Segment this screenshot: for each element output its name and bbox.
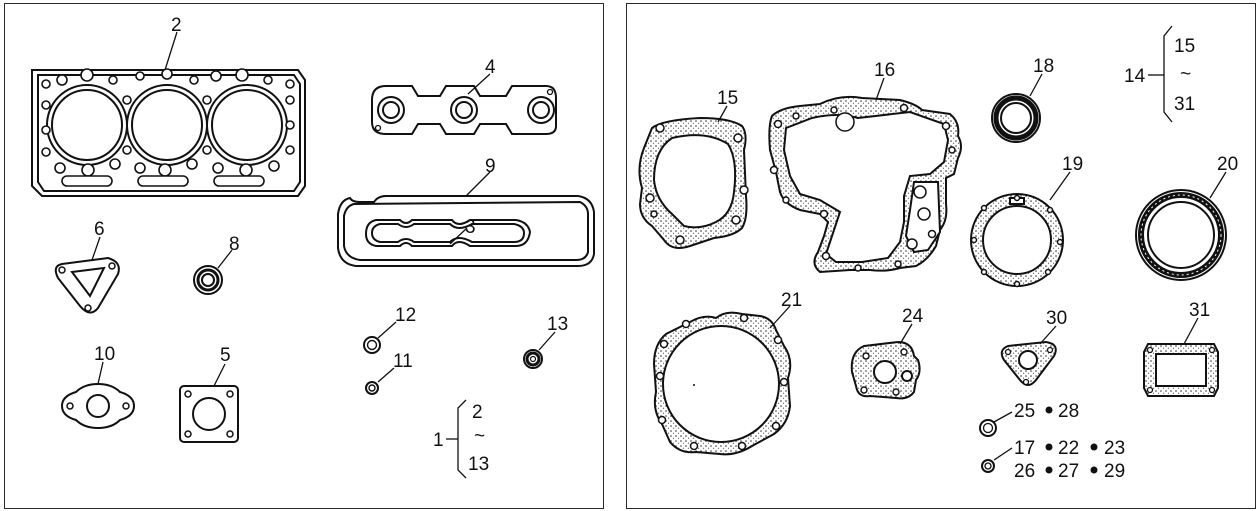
- part-22: 22: [1058, 438, 1079, 459]
- oil-seal-small[interactable]: [193, 265, 223, 295]
- rocker-cover-gasket[interactable]: [337, 195, 595, 267]
- round-flange-gasket-19[interactable]: [970, 193, 1064, 288]
- part-17: 17: [1014, 438, 1035, 459]
- flywheel-housing-gasket[interactable]: [652, 311, 792, 456]
- triangle-flange-gasket[interactable]: [54, 256, 120, 314]
- small-parts-row-1: 25 28: [1014, 401, 1079, 422]
- callout-9: 9: [485, 156, 496, 177]
- o-ring-11[interactable]: [365, 381, 379, 395]
- kit-1-from: 2: [472, 402, 483, 423]
- part-25: 25: [1014, 401, 1035, 422]
- callout-31: 31: [1189, 300, 1210, 321]
- oval-flange-gasket[interactable]: [60, 382, 136, 430]
- kit-1-bracket: 1 2 ~ 13: [433, 399, 489, 479]
- o-ring-12[interactable]: [363, 336, 381, 354]
- callout-12: 12: [395, 305, 416, 326]
- kit-14-bracket: 14 15 ~ 31: [1124, 25, 1195, 123]
- rectangular-gasket-31[interactable]: [1143, 343, 1219, 397]
- kit-14-range: ~: [1180, 64, 1191, 85]
- small-o-ring-upper[interactable]: [979, 419, 997, 437]
- callout-24: 24: [902, 306, 924, 327]
- part-27: 27: [1058, 461, 1079, 482]
- oil-seal-18[interactable]: [991, 93, 1041, 143]
- kit-1-to: 13: [468, 454, 489, 475]
- kit-14-from: 15: [1174, 36, 1195, 57]
- water-pump-gasket[interactable]: [638, 116, 749, 249]
- inner-cover-gasket[interactable]: [364, 219, 532, 247]
- kit-14-number: 14: [1124, 66, 1146, 87]
- callout-18: 18: [1033, 56, 1054, 77]
- kit-14-to: 31: [1174, 94, 1195, 115]
- cylinder-head-gasket[interactable]: [31, 68, 306, 197]
- callout-3: 3: [465, 217, 476, 238]
- callout-21: 21: [781, 290, 802, 311]
- callout-10: 10: [94, 344, 115, 365]
- callout-19: 19: [1062, 154, 1083, 175]
- callout-5: 5: [220, 345, 231, 366]
- part-26: 26: [1014, 461, 1035, 482]
- callout-11: 11: [393, 351, 413, 372]
- small-o-ring-lower[interactable]: [981, 459, 995, 473]
- seal-13[interactable]: [523, 349, 543, 369]
- square-flange-gasket[interactable]: [179, 385, 239, 443]
- part-28: 28: [1058, 401, 1079, 422]
- callout-6: 6: [94, 219, 105, 240]
- small-parts-row-3: 26 27 29: [1014, 461, 1125, 482]
- callout-15: 15: [717, 88, 738, 109]
- callout-8: 8: [229, 234, 240, 255]
- callout-16: 16: [874, 60, 895, 81]
- callout-13: 13: [547, 314, 568, 335]
- kit-1-range: ~: [474, 426, 485, 447]
- part-29: 29: [1104, 461, 1125, 482]
- large-oil-seal-20[interactable]: [1135, 189, 1227, 281]
- small-parts-row-2: 17 22 23: [1014, 438, 1125, 459]
- callout-30: 30: [1046, 308, 1067, 329]
- callout-4: 4: [485, 57, 496, 78]
- part-23: 23: [1104, 438, 1125, 459]
- gear-case-gasket[interactable]: [768, 95, 962, 274]
- callout-20: 20: [1217, 154, 1238, 175]
- triangle-gasket-30[interactable]: [1000, 340, 1057, 386]
- manifold-gasket[interactable]: [371, 85, 557, 135]
- small-irregular-gasket-24[interactable]: [850, 340, 921, 400]
- kit-1-number: 1: [433, 430, 444, 451]
- callout-2: 2: [171, 15, 182, 36]
